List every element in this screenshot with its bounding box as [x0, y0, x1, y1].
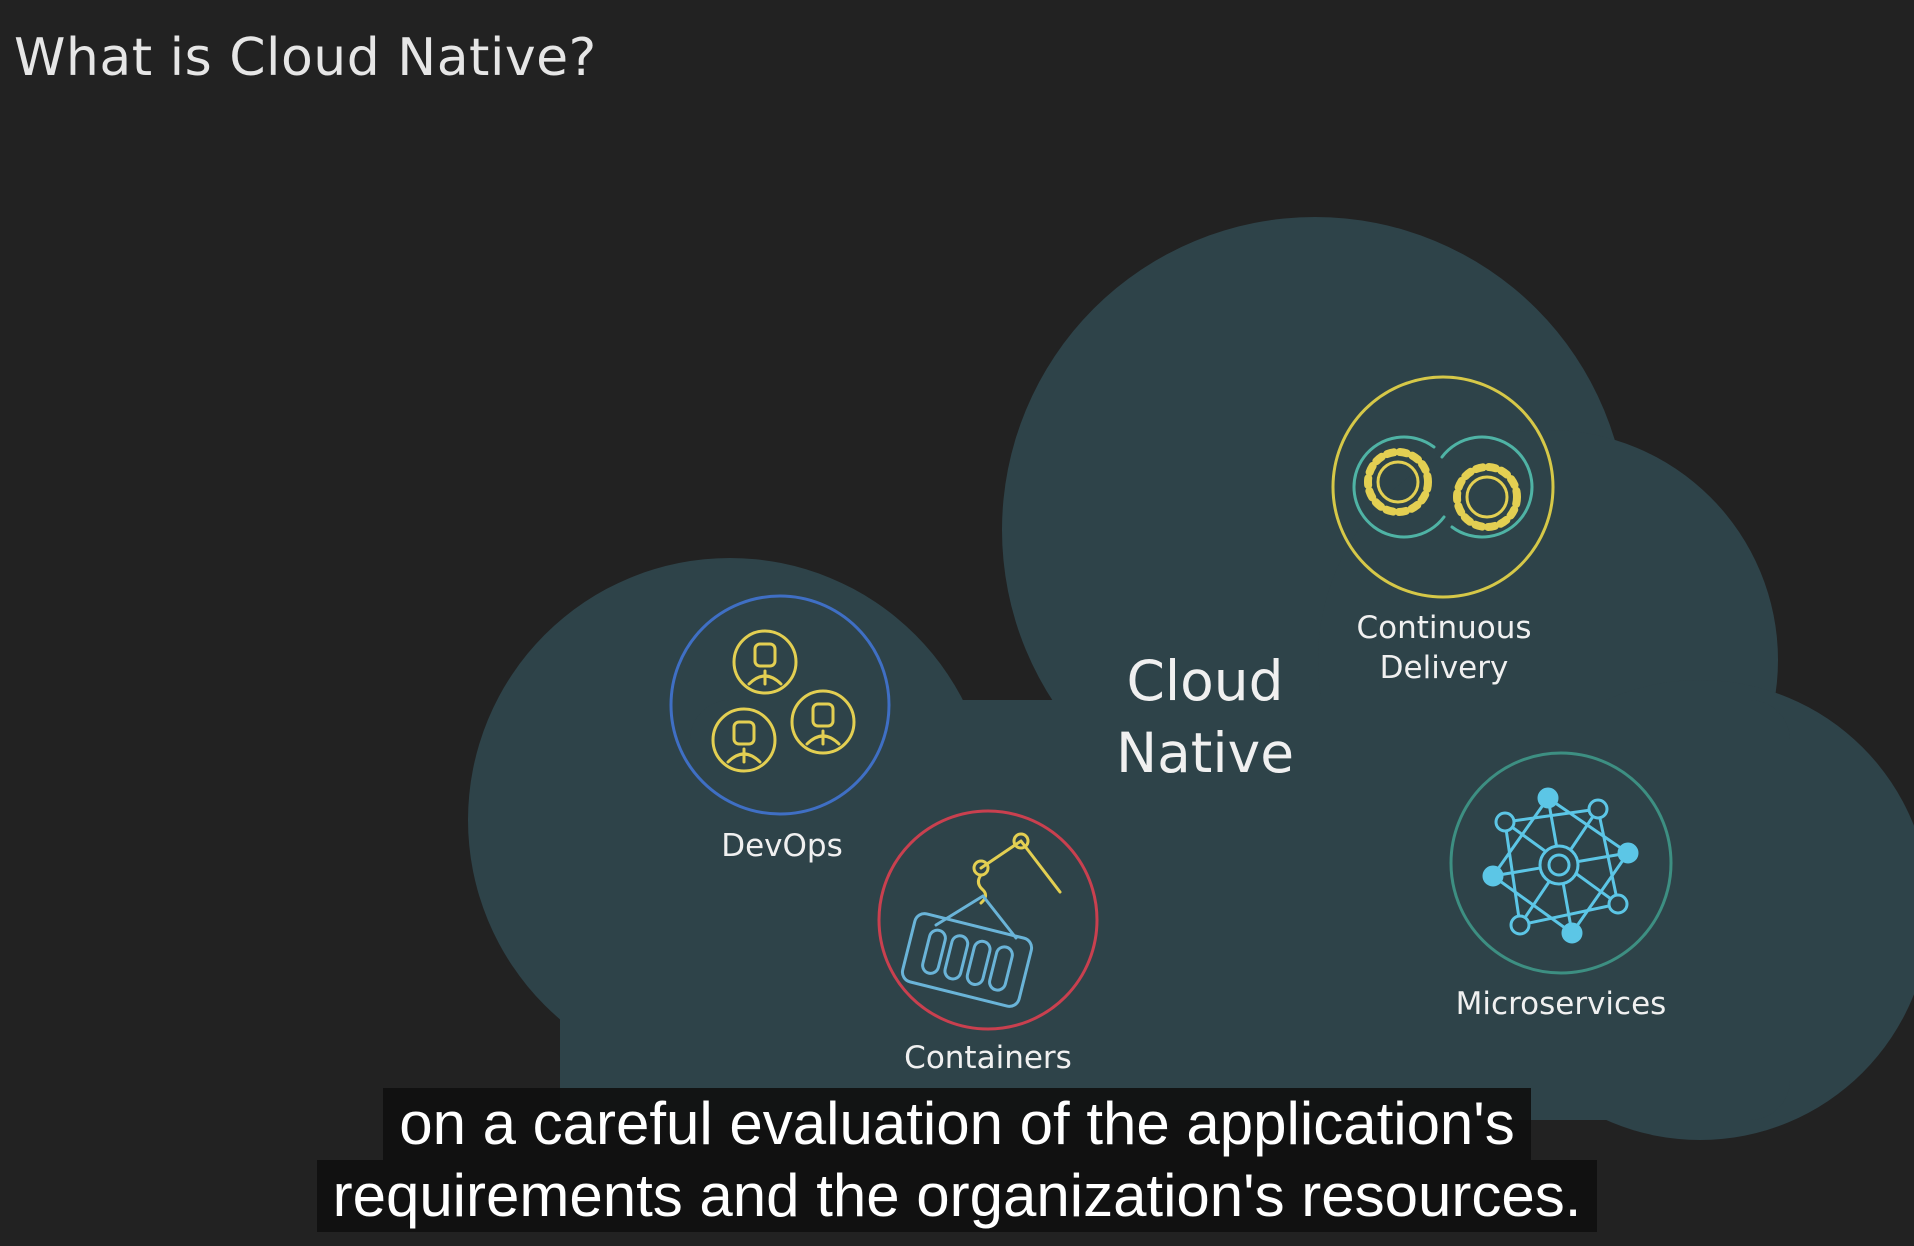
center-label-line2: Native [1116, 721, 1294, 785]
devops-label: DevOps [721, 828, 843, 864]
network-icon [1482, 787, 1639, 944]
center-label-line1: Cloud [1126, 649, 1283, 713]
cloud-shape [468, 217, 1914, 1140]
container-crane-icon [900, 832, 1062, 1008]
devops-people-icon [711, 629, 856, 773]
containers-node: Containers [877, 809, 1099, 1076]
microservices-label: Microservices [1456, 986, 1667, 1022]
continuous-delivery-label-line1: Continuous [1356, 610, 1531, 646]
continuous-delivery-node: Continuous Delivery [1331, 375, 1555, 686]
continuous-delivery-label-line2: Delivery [1380, 650, 1509, 686]
gears-icon [1352, 435, 1534, 539]
devops-ring [669, 594, 891, 816]
containers-ring [877, 809, 1099, 1031]
devops-node: DevOps [669, 594, 891, 864]
containers-label: Containers [904, 1040, 1072, 1076]
page-title: What is Cloud Native? [14, 28, 597, 88]
microservices-node: Microservices [1449, 751, 1673, 1022]
continuous-delivery-ring [1331, 375, 1555, 599]
microservices-ring [1449, 751, 1673, 975]
